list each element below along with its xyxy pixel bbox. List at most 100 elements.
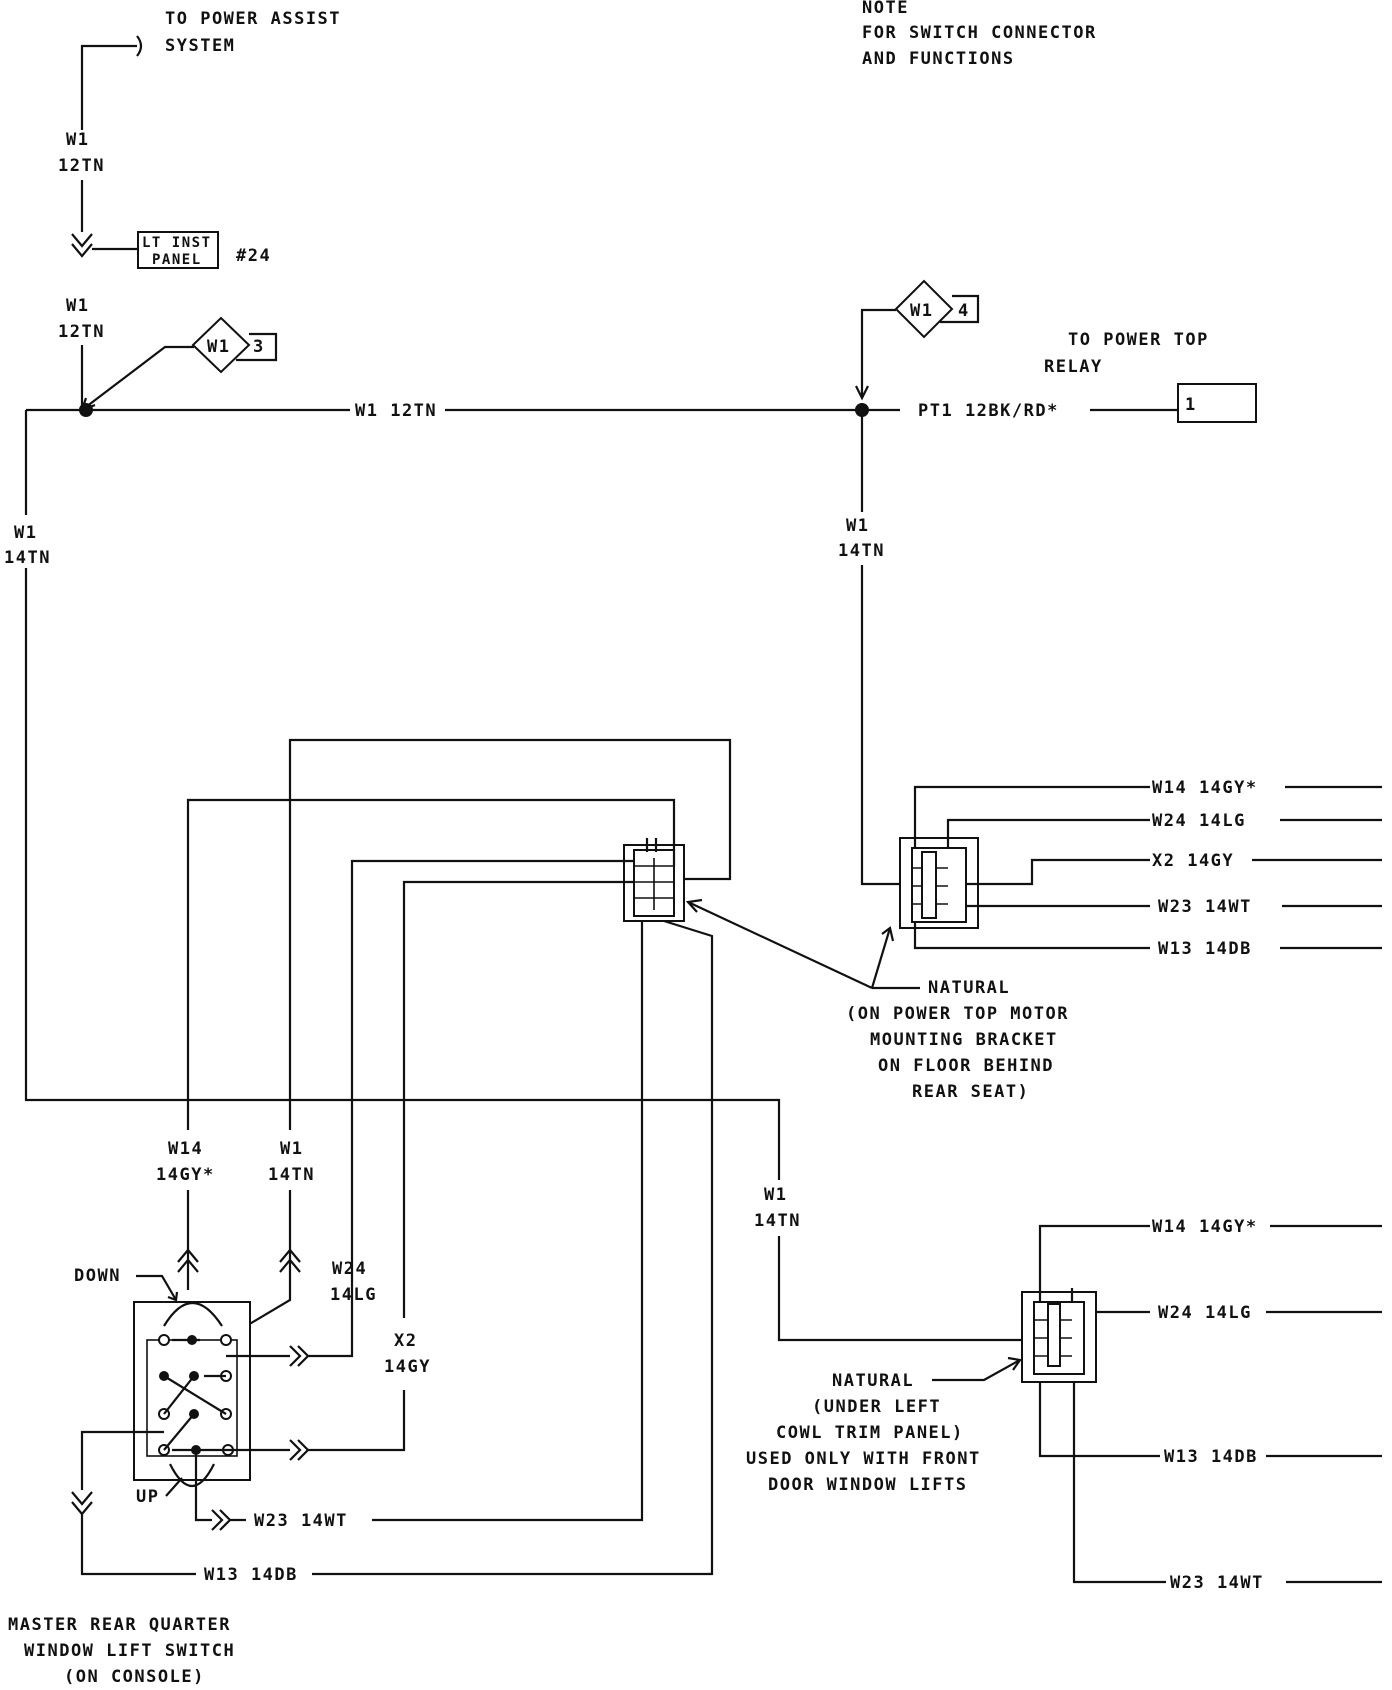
lt-inst-panel-box — [137, 231, 219, 269]
switch-internal-link-2 — [163, 1413, 195, 1451]
wire-w24-center — [350, 859, 634, 1238]
wire-w23-bottom — [1072, 1382, 1382, 1584]
switch-w14-chevron — [177, 1248, 199, 1273]
connector-top-inner — [911, 847, 967, 923]
power-assist-wire — [80, 35, 143, 130]
diamond-4-wire: W1 — [910, 301, 933, 321]
diamond-3-wire: W1 — [207, 337, 230, 357]
diamond-4-tab — [940, 294, 980, 324]
left-drop-id: W1 — [14, 523, 37, 543]
diamond-4-arrow — [855, 385, 869, 401]
master-switch-line-1: MASTER REAR QUARTER — [8, 1615, 231, 1635]
wire-lower-gauge: 12TN — [58, 322, 105, 342]
left-drop-path — [24, 410, 781, 1180]
switch-w14-id: W14 — [168, 1139, 203, 1159]
connector-center-key — [645, 838, 658, 852]
left-drop-gauge: 14TN — [4, 548, 51, 568]
switch-w1-gauge: 14TN — [268, 1165, 315, 1185]
label-w13-top: W13 14DB — [1158, 939, 1252, 959]
switch-x2-out — [228, 1390, 406, 1461]
connector-power-top-motor: W14 14GY* W24 14LG X2 14GY W23 14WT W13 … — [899, 778, 1382, 959]
connector-center-pins — [634, 858, 674, 910]
right-drop-wire: W1 14TN — [838, 410, 902, 886]
mid-w1-id: W1 — [764, 1185, 787, 1205]
main-bus: W1 12TN — [26, 401, 869, 421]
wire-w14-center — [186, 798, 676, 1130]
relay-pin-box — [1177, 383, 1257, 423]
natural-bottom-line-1: NATURAL — [832, 1371, 914, 1391]
master-switch: DOWN UP — [71, 1190, 406, 1576]
switch-up-leader — [165, 1477, 183, 1497]
natural-bottom-callout: NATURAL (UNDER LEFT COWL TRIM PANEL) USE… — [746, 1356, 1022, 1495]
switch-w23-out — [194, 1450, 246, 1531]
switch-w24-out — [226, 1238, 354, 1367]
diamond-3-num: 3 — [253, 337, 265, 357]
natural-center-arrow-1 — [685, 898, 703, 913]
switch-up-label: UP — [136, 1487, 159, 1507]
master-switch-line-2: WINDOW LIFT SWITCH — [24, 1641, 235, 1661]
connector-bottom-blade — [1047, 1303, 1061, 1367]
natural-bottom-line-5: DOOR WINDOW LIFTS — [768, 1475, 968, 1495]
mid-w1-path — [777, 1236, 1022, 1342]
switch-w23-label: W23 14WT — [254, 1511, 348, 1531]
right-drop-gauge: 14TN — [838, 541, 885, 561]
connector-bottom-pins — [1034, 1319, 1072, 1357]
note-block: NOTE FOR SWITCH CONNECTOR AND FUNCTIONS — [862, 0, 1095, 69]
relay-pin-num: 1 — [1185, 395, 1197, 415]
inline-connector-symbol — [71, 233, 93, 258]
power-assist-label-2: SYSTEM — [165, 36, 235, 56]
switch-w24-id: W24 — [332, 1259, 367, 1279]
label-w24-top: W24 14LG — [1152, 811, 1246, 831]
wire-upper-gauge: 12TN — [58, 156, 105, 176]
wire-x2-center — [402, 880, 634, 1318]
switch-contact — [220, 1334, 232, 1346]
wire-lower-id: W1 — [66, 296, 89, 316]
connector-cowl-trim: W14 14GY* W24 14LG W13 14DB W23 14WT — [1021, 1217, 1382, 1593]
master-switch-line-3: (ON CONSOLE) — [64, 1667, 205, 1687]
natural-center-leaders — [687, 901, 892, 989]
switch-down-arrow — [167, 1291, 179, 1302]
switch-w14-gauge: 14GY* — [156, 1165, 215, 1185]
diamond-4-num: 4 — [958, 301, 970, 321]
wire-w13-top — [913, 922, 1382, 950]
switch-contact — [158, 1334, 170, 1346]
relay-label-2: RELAY — [1044, 357, 1103, 377]
wire-w14-top — [913, 785, 1382, 848]
wire-w13-center — [312, 919, 714, 1576]
diamond-ref-3: W1 3 — [80, 316, 278, 412]
lt-inst-panel-line-2: PANEL — [152, 252, 202, 268]
switch-up-arc — [169, 1463, 215, 1487]
switch-down-arc — [163, 1301, 223, 1327]
switch-down-leader — [136, 1274, 177, 1301]
diamond-4-leader — [860, 308, 896, 398]
natural-center-line-2: (ON POWER TOP MOTOR — [846, 1004, 1069, 1024]
connector-top-blade — [921, 851, 937, 919]
diamond-3-shape — [191, 316, 251, 374]
switch-w1-chevron — [279, 1248, 301, 1273]
switch-x2-id: X2 — [394, 1331, 417, 1351]
wire-w24-top — [946, 818, 1382, 848]
switch-w13-chevron — [71, 1491, 93, 1516]
switch-internal-links — [163, 1338, 228, 1452]
power-assist-feed: TO POWER ASSIST SYSTEM W1 12TN LT INST P… — [58, 9, 340, 410]
power-top-relay: TO POWER TOP RELAY PT1 12BK/RD* 1 — [862, 330, 1257, 423]
note-title: NOTE — [862, 0, 909, 18]
wire-w23-center — [372, 921, 644, 1522]
natural-center-line-4: ON FLOOR BEHIND — [878, 1056, 1054, 1076]
natural-bottom-line-2: (UNDER LEFT — [812, 1397, 941, 1417]
natural-center-arrow-2 — [881, 926, 895, 942]
mid-w1-gauge: 14TN — [754, 1211, 801, 1231]
relay-label-1: TO POWER TOP — [1068, 330, 1209, 350]
switch-w13-label: W13 14DB — [204, 1565, 298, 1585]
label-w14-bottom: W14 14GY* — [1152, 1217, 1258, 1237]
connector-center — [186, 738, 732, 1576]
label-w23-top: W23 14WT — [1158, 897, 1252, 917]
natural-center-line-5: REAR SEAT) — [912, 1082, 1029, 1102]
diamond-3-tab — [236, 332, 278, 362]
diamond-ref-4: W1 4 — [855, 279, 980, 401]
natural-bottom-line-3: COWL TRIM PANEL) — [776, 1423, 964, 1443]
switch-w13-path — [80, 1514, 196, 1576]
right-drop-path — [860, 410, 902, 886]
mid-w1-wire: W1 14TN — [754, 1185, 1022, 1342]
